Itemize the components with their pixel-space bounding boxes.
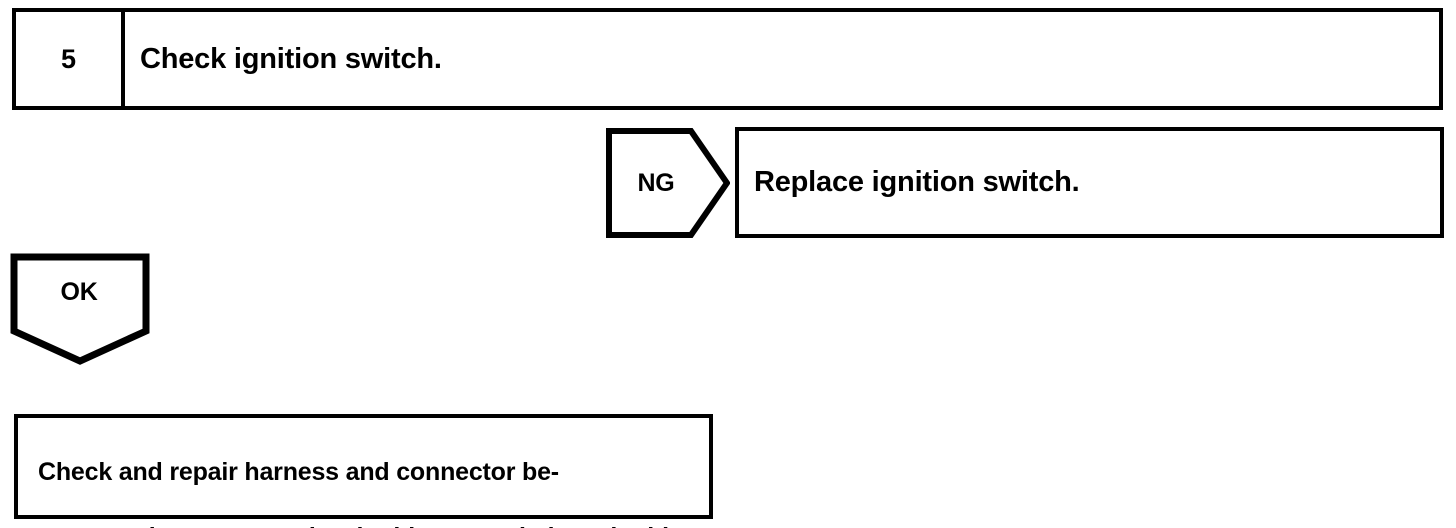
ok-result-line-1: Check and repair harness and connector b… (38, 457, 559, 486)
ng-result-text: Replace ignition switch. (754, 166, 1080, 199)
ok-result-text-block: Check and repair harness and connector b… (38, 423, 699, 528)
step-title-cell: Check ignition switch. (125, 12, 1439, 106)
step-number-cell: 5 (16, 12, 125, 106)
right-arrow-pentagon-icon (606, 128, 730, 238)
ok-result-line-2: tween battery and ignition switch, ignit… (38, 521, 699, 528)
step-header-row: 5 Check ignition switch. (12, 8, 1443, 110)
ok-branch-pointer (10, 253, 150, 365)
ok-result-box: Check and repair harness and connector b… (14, 414, 713, 528)
step-number: 5 (60, 43, 77, 74)
down-arrow-pentagon-icon (10, 253, 150, 365)
ng-branch-pointer (606, 128, 730, 238)
ng-result-box: Replace ignition switch. (735, 127, 1444, 238)
step-title: Check ignition switch. (140, 42, 442, 75)
